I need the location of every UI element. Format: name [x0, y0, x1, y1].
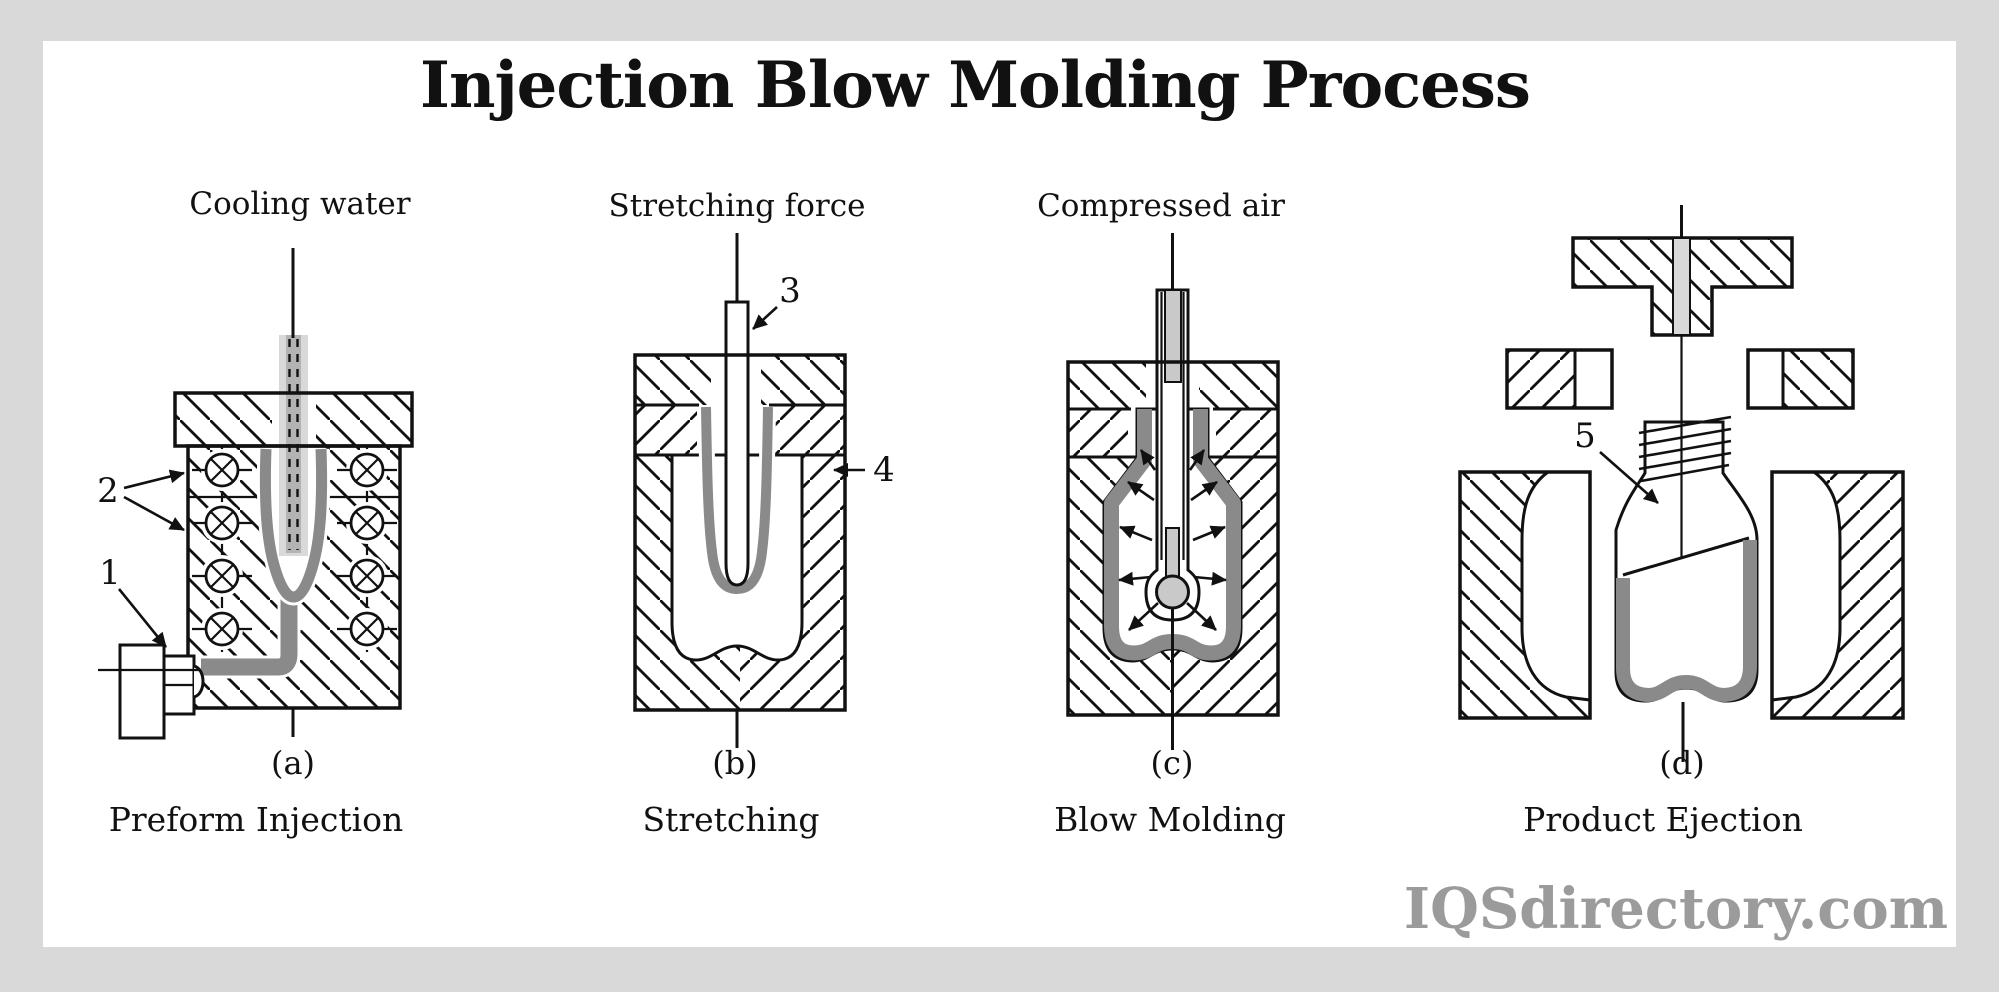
- stretch-rod: [724, 300, 750, 587]
- cooling-water-label: Cooling water: [189, 186, 411, 222]
- stage-name-stretching: Stretching: [642, 800, 820, 839]
- bottle-neck-threads: [1638, 415, 1732, 483]
- melt-runner: [201, 599, 298, 676]
- stage-name-product-ejection: Product Ejection: [1523, 800, 1803, 839]
- caption-c: (c): [1150, 744, 1194, 782]
- stage-a-preform-injection: 2 1: [97, 248, 414, 740]
- neck-ring-right: [1746, 348, 1855, 410]
- mold-half-left: [1458, 470, 1592, 720]
- stage-d-product-ejection: 5: [1458, 205, 1905, 762]
- blow-mold-block: [633, 353, 847, 712]
- watermark: IQSdirectory.com: [1403, 876, 1948, 942]
- callout-1: 1: [99, 553, 121, 593]
- callout-3: 3: [779, 271, 801, 311]
- blow-mold-block: [1066, 360, 1280, 717]
- injection-nozzle: [98, 643, 205, 740]
- stretching-force-label: Stretching force: [608, 188, 866, 224]
- cooling-channel: [337, 555, 397, 597]
- caption-d: (d): [1659, 744, 1705, 782]
- stage-b-stretching: 3 4: [633, 233, 895, 748]
- ejector-head: [1571, 236, 1794, 337]
- page-title: Injection Blow Molding Process: [420, 48, 1531, 123]
- cooling-channel: [192, 608, 252, 650]
- ejected-bottle: [1614, 335, 1759, 762]
- mold-half-right: [1770, 470, 1905, 720]
- preform: [259, 448, 328, 603]
- caption-a: (a): [270, 744, 316, 782]
- callout-5: 5: [1574, 416, 1596, 456]
- compressed-air-label: Compressed air: [1037, 188, 1285, 224]
- cooling-channel: [192, 449, 252, 491]
- cooling-channel: [192, 555, 252, 597]
- cooling-channel: [192, 502, 252, 544]
- stretched-preform: [701, 406, 773, 594]
- cooling-channel: [337, 502, 397, 544]
- air-rod: [1164, 289, 1182, 383]
- bottle-wall: [1616, 540, 1757, 702]
- callout-2: 2: [97, 471, 119, 511]
- cooling-channel: [337, 608, 397, 650]
- caption-b: (b): [712, 744, 758, 782]
- neck-ring-left: [1505, 348, 1614, 410]
- ejector-pin: [1672, 237, 1691, 336]
- air-flow-arrows: [1118, 449, 1227, 631]
- cooling-channel: [337, 449, 397, 491]
- tube-tip: [1155, 574, 1190, 610]
- stage-c-blow-molding: [1066, 233, 1280, 750]
- stage-name-preform-injection: Preform Injection: [108, 800, 404, 839]
- stage-name-blow-molding: Blow Molding: [1054, 800, 1286, 839]
- callout-4: 4: [873, 450, 895, 490]
